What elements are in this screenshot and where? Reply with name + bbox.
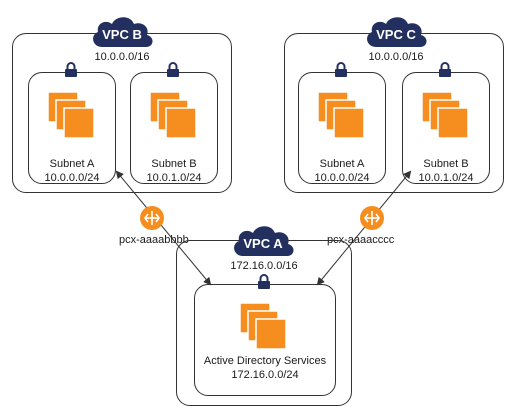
vpc-c-subnet-b-name: Subnet B: [423, 158, 469, 170]
vpc-c-title: VPC C: [376, 27, 416, 42]
lock-icon: [257, 274, 271, 290]
vpc-b-cloud: VPC B: [88, 13, 156, 49]
peering-label-b: pcx-aaaabbbb: [119, 234, 189, 246]
vpc-b-title: VPC B: [102, 27, 142, 42]
lock-icon: [334, 62, 348, 78]
lock-icon: [166, 62, 180, 78]
ec2-instances-icon: [150, 92, 198, 140]
peering-connection-icon: [359, 205, 385, 231]
vpc-c-subnet-b-cidr: 10.0.1.0/24: [418, 172, 474, 184]
ec2-instances-icon: [240, 303, 288, 351]
vpc-a-cidr: 172.16.0.0/16: [230, 260, 298, 272]
ec2-instances-icon: [318, 92, 366, 140]
peering-line-c-a: [316, 170, 412, 286]
cloud-icon: [234, 226, 294, 256]
vpc-c-subnet-a-cidr: 10.0.0.0/24: [314, 172, 370, 184]
vpc-a-subnet-cidr: 172.16.0.0/24: [231, 369, 299, 381]
vpc-b-cidr: 10.0.0.0/16: [94, 51, 150, 63]
vpc-a-cloud: VPC A: [229, 222, 297, 258]
vpc-a-title: VPC A: [243, 236, 283, 251]
ec2-instances-icon: [422, 92, 470, 140]
vpc-c-cloud: VPC C: [362, 13, 430, 49]
vpc-b-subnet-b-name: Subnet B: [151, 158, 197, 170]
vpc-b-subnet-a-cidr: 10.0.0.0/24: [44, 172, 100, 184]
vpc-b-subnet-b-cidr: 10.0.1.0/24: [146, 172, 202, 184]
vpc-c-cidr: 10.0.0.0/16: [368, 51, 424, 63]
lock-icon: [438, 62, 452, 78]
lock-icon: [64, 62, 78, 78]
ec2-instances-icon: [48, 92, 96, 140]
vpc-c-subnet-a-name: Subnet A: [319, 158, 365, 170]
peering-connection-icon: [139, 205, 165, 231]
cloud-icon: [93, 17, 153, 47]
cloud-icon: [367, 17, 427, 47]
vpc-a-subnet-name: Active Directory Services: [203, 355, 327, 367]
peering-line-b-a: [115, 170, 212, 286]
vpc-b-subnet-a-name: Subnet A: [49, 158, 95, 170]
